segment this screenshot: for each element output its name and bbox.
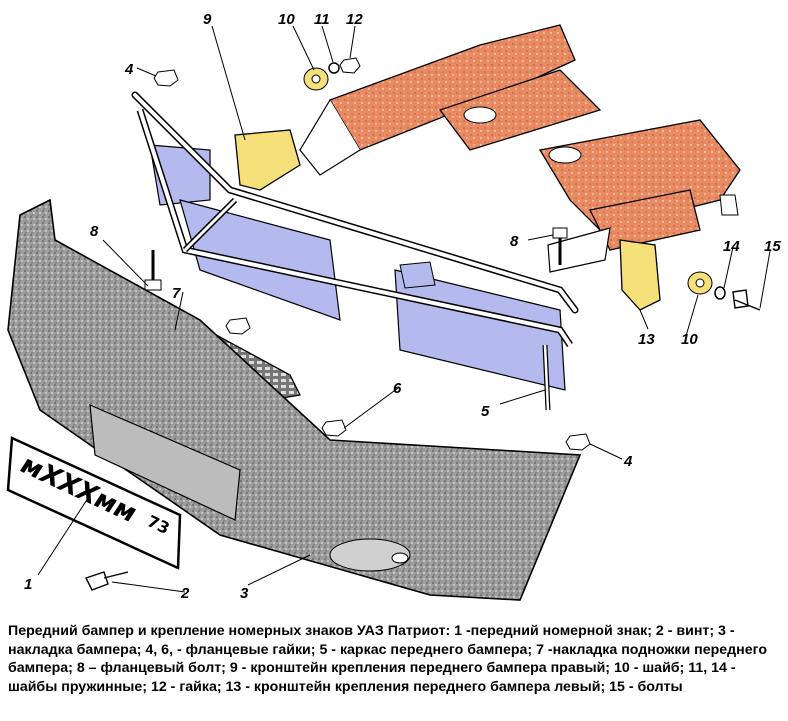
right-bracket — [234, 129, 301, 191]
spring-washer-left — [714, 286, 726, 300]
callout-11: 11 — [314, 11, 330, 28]
callout-4-top: 4 — [124, 61, 134, 78]
callout-2: 2 — [180, 585, 190, 602]
left-bracket — [619, 239, 661, 311]
callout-8-left: 8 — [90, 223, 99, 240]
callout-5: 5 — [481, 403, 490, 420]
flange-nut-top — [153, 69, 179, 87]
callout-4-bottom: 4 — [623, 453, 633, 470]
nut-right — [339, 57, 361, 74]
bumper-cover — [7, 198, 582, 601]
spring-washer-right — [328, 62, 340, 74]
flange-nut-6 — [321, 419, 347, 437]
callout-10-bottom: 10 — [681, 331, 698, 348]
callout-6: 6 — [393, 380, 402, 397]
callout-8-right: 8 — [510, 233, 519, 250]
flange-bolt-right — [552, 227, 568, 239]
callout-12: 12 — [346, 11, 363, 28]
callout-1: 1 — [24, 576, 32, 593]
bumper-carcass — [131, 91, 579, 411]
callout-9: 9 — [203, 11, 212, 28]
callout-15: 15 — [764, 238, 781, 255]
callout-13: 13 — [638, 331, 655, 348]
vehicle-frame — [299, 24, 741, 273]
bolt-left — [732, 289, 761, 311]
callout-14: 14 — [723, 238, 740, 255]
flange-nut-4 — [565, 433, 591, 451]
plate-screw — [85, 571, 129, 591]
callout-3: 3 — [240, 585, 249, 602]
callout-7: 7 — [172, 285, 181, 302]
flange-nut-mid — [225, 317, 251, 335]
callout-10-top: 10 — [278, 11, 295, 28]
figure-caption: Передний бампер и крепление номерных зна… — [8, 623, 767, 695]
bumper-exploded-diagram: мXXXмм 73 1 2 3 4 4 5 6 7 8 8 9 10 — [6, 11, 781, 602]
